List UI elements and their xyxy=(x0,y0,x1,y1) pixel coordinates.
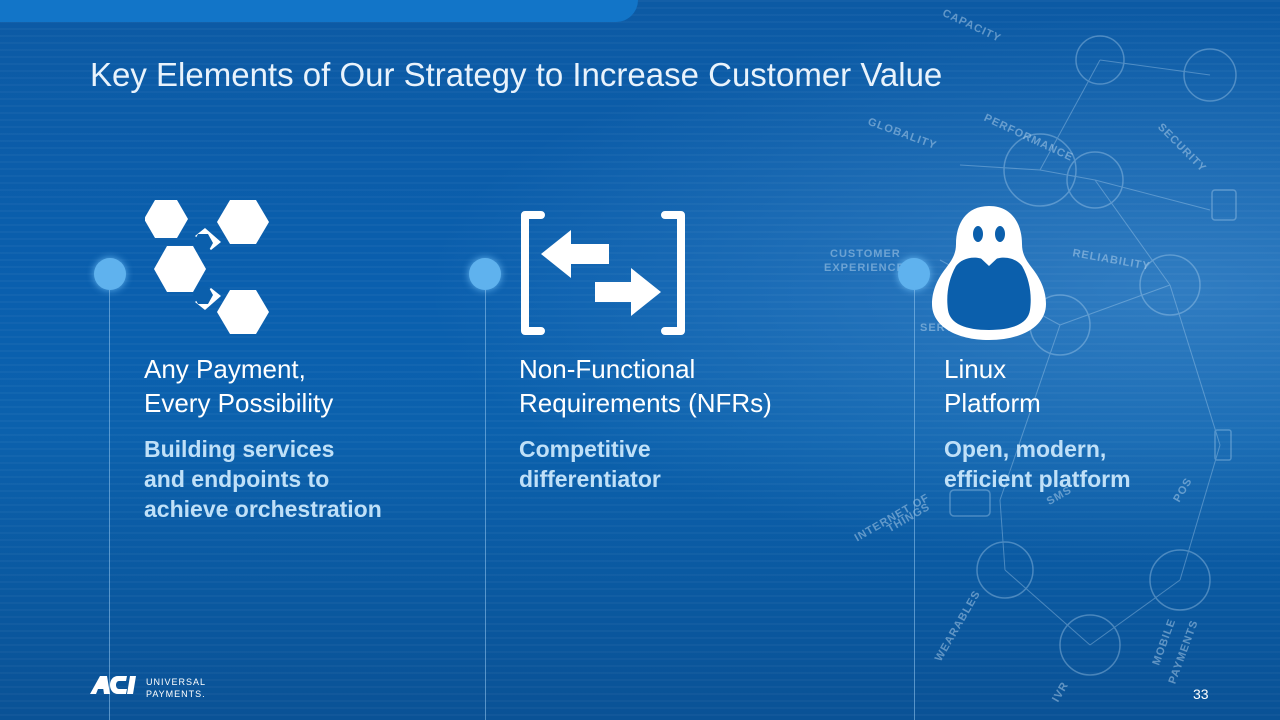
timeline-line-3 xyxy=(914,290,915,720)
logo-line-1: UNIVERSAL xyxy=(146,677,207,687)
logo-line-2: PAYMENTS. xyxy=(146,689,206,699)
column-1-sub-line-1: Building services xyxy=(144,436,335,462)
column-1-sub-line-3: achieve orchestration xyxy=(144,496,382,522)
page-number: 33 xyxy=(1193,686,1209,702)
timeline-dot-2 xyxy=(469,258,501,290)
hexagon-network-icon xyxy=(145,200,269,334)
bg-label-experience: EXPERIENCE xyxy=(824,262,905,274)
column-3-sub-line-2: efficient platform xyxy=(944,466,1131,492)
column-2-sub-line-2: differentiator xyxy=(519,466,661,492)
bg-label-customer: CUSTOMER xyxy=(830,248,901,260)
column-3-sub-line-1: Open, modern, xyxy=(944,436,1107,462)
timeline-dot-1 xyxy=(94,258,126,290)
column-1-heading-line-1: Any Payment, xyxy=(144,354,306,384)
column-3-heading-line-2: Platform xyxy=(944,388,1041,418)
column-3-heading-line-1: Linux xyxy=(944,354,1007,384)
timeline-line-2 xyxy=(485,290,486,720)
column-2-heading-line-2: Requirements (NFRs) xyxy=(519,388,772,418)
aci-logo xyxy=(90,676,136,694)
column-1-heading-line-2: Every Possibility xyxy=(144,388,334,418)
logo-wordmark: UNIVERSAL PAYMENTS. xyxy=(146,676,206,700)
page-title: Key Elements of Our Strategy to Increase… xyxy=(90,56,943,93)
column-2-sub-line-1: Competitive xyxy=(519,436,651,462)
background-network-graphic xyxy=(939,35,1237,676)
timeline-dot-3 xyxy=(898,258,930,290)
timeline-line-1 xyxy=(109,290,110,720)
top-accent-bar xyxy=(0,0,638,22)
column-1-sub-line-2: and endpoints to xyxy=(144,466,330,492)
penguin-icon xyxy=(932,206,1046,340)
column-2-heading-line-1: Non-Functional xyxy=(519,354,696,384)
bracket-arrows-icon xyxy=(521,211,685,335)
